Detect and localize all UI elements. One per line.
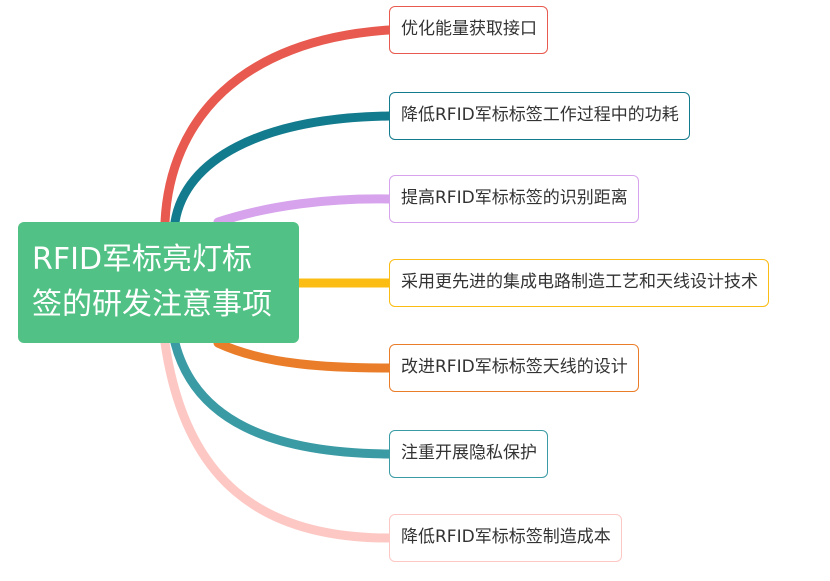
branch-topic-5[interactable]: 改进RFID军标标签天线的设计 [389, 344, 639, 392]
central-topic[interactable]: RFID军标亮灯标 签的研发注意事项 [18, 222, 299, 343]
connector-branch-3 [213, 194, 394, 227]
connector-branch-1 [160, 25, 394, 227]
branch-topic-1[interactable]: 优化能量获取接口 [389, 6, 548, 54]
branch-topic-2[interactable]: 降低RFID军标标签工作过程中的功耗 [389, 92, 690, 140]
branch-topic-3[interactable]: 提高RFID军标标签的识别距离 [389, 175, 639, 223]
central-topic-line-2: 签的研发注意事项 [32, 287, 272, 322]
branch-topic-6[interactable]: 注重开展隐私保护 [389, 430, 548, 478]
central-topic-line-1: RFID军标亮灯标 [32, 242, 253, 277]
branch-topic-4[interactable]: 采用更先进的集成电路制造工艺和天线设计技术 [389, 259, 769, 307]
branch-topic-7[interactable]: 降低RFID军标标签制造成本 [389, 514, 622, 562]
connector-branch-2 [170, 111, 394, 227]
connector-branch-7 [160, 338, 394, 543]
connector-branch-5 [213, 338, 394, 373]
connector-branch-6 [170, 338, 394, 459]
